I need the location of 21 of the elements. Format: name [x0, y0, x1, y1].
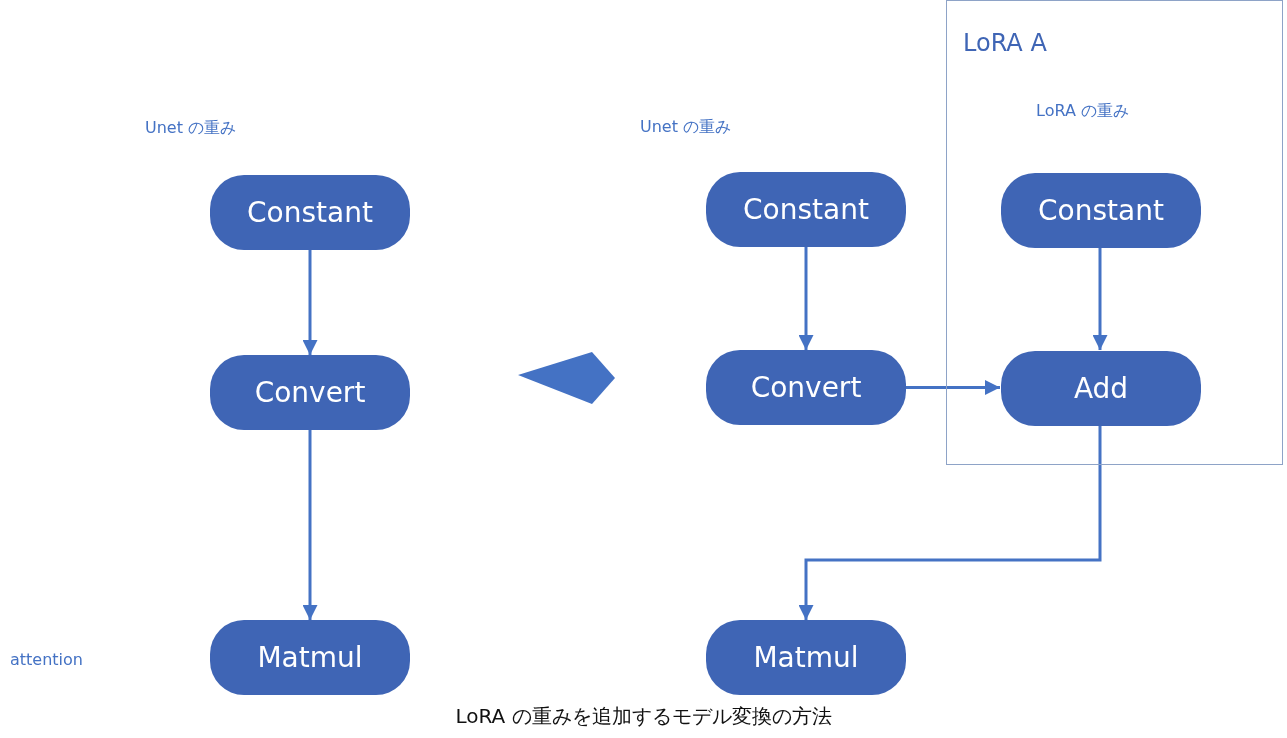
process-pill: Constant	[706, 172, 906, 247]
caption: LoRA の重みを追加するモデル変換の方法	[454, 703, 833, 730]
group-frame	[946, 0, 1283, 465]
process-pill: Matmul	[210, 620, 410, 695]
process-pill: Add	[1001, 351, 1201, 426]
arrow	[798, 425, 1102, 620]
arrow	[906, 380, 1000, 395]
arrow	[302, 430, 318, 620]
arrow	[1092, 247, 1108, 350]
arrow	[302, 250, 318, 355]
side-label: attention	[10, 650, 83, 669]
process-pill: Convert	[210, 355, 410, 430]
process-pill: Matmul	[706, 620, 906, 695]
process-pill: Constant	[1001, 173, 1201, 248]
node-caption: Unet の重み	[640, 117, 732, 138]
group-title: LoRA A	[963, 29, 1047, 57]
process-pill: Constant	[210, 175, 410, 250]
process-pill: Convert	[706, 350, 906, 425]
arrow	[798, 247, 814, 350]
node-caption: Unet の重み	[145, 118, 237, 139]
node-caption: LoRA の重み	[1036, 101, 1129, 122]
